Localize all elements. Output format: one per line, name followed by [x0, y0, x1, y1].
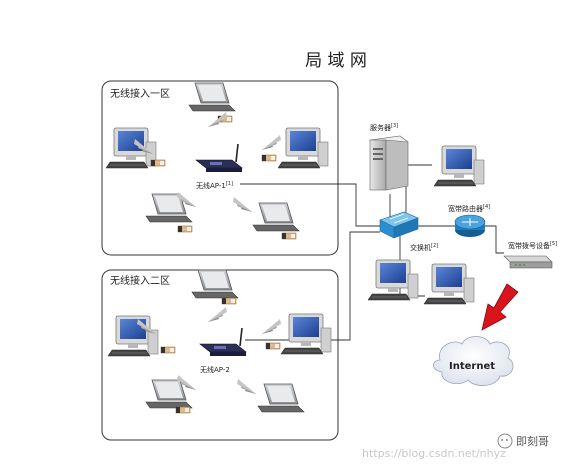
- zone-1: 无线接入一区: [101, 80, 339, 256]
- wireless-card-icon: [261, 154, 277, 162]
- wireless-card-icon: [221, 297, 237, 305]
- switch-label: 交换机[2]: [410, 243, 438, 252]
- watermark-url: https://blog.csdn.net/nhyz: [362, 447, 506, 460]
- modem-icon: [503, 255, 553, 269]
- laptop-icon: [191, 269, 239, 299]
- wireless-card-icon: [281, 232, 297, 240]
- ap2-label: 无线AP-2: [200, 365, 230, 374]
- wireless-card-icon: [177, 225, 193, 233]
- cloud-icon: [433, 336, 514, 386]
- link-switch-pc: [405, 164, 432, 218]
- server-label: 服务器[3]: [370, 123, 398, 132]
- wifi-signal-icon: [208, 307, 227, 322]
- arrow-down-icon: [481, 283, 519, 331]
- desktop-pc-icon: [367, 259, 419, 301]
- wireless-ap-icon: [195, 143, 243, 173]
- wireless-card-icon: [175, 406, 191, 414]
- zone-1-label: 无线接入一区: [110, 87, 170, 100]
- modem-label: 宽带拨号设备[5]: [508, 241, 557, 250]
- zone-2-label: 无线接入二区: [110, 274, 170, 287]
- brand-logo-icon: [497, 433, 513, 449]
- wireless-card-icon: [160, 346, 176, 354]
- link-ap1-switch: [240, 183, 382, 227]
- wireless-card-icon: [265, 342, 281, 350]
- network-links: [240, 164, 504, 341]
- wifi-signal-icon: [262, 319, 281, 334]
- link-router-modem: [484, 225, 504, 254]
- desktop-pc-icon: [277, 127, 329, 169]
- server-icon: [369, 135, 409, 191]
- wifi-signal-icon: [237, 379, 256, 394]
- desktop-pc-icon: [105, 127, 157, 169]
- laptop-icon: [188, 82, 236, 112]
- wireless-card-icon: [150, 159, 166, 167]
- diagram-title: 局 域 网: [305, 51, 367, 71]
- watermark-brand: 即刻哥: [516, 434, 549, 448]
- switch-icon: [379, 211, 419, 239]
- wireless-ap-icon: [199, 327, 247, 357]
- internet-label: Internet: [449, 361, 495, 372]
- wifi-signal-icon: [262, 135, 281, 150]
- ap1-label: 无线AP-1[1]: [196, 181, 233, 190]
- laptop-icon: [257, 383, 305, 413]
- desktop-pc-icon: [423, 263, 475, 305]
- desktop-pc-icon: [280, 313, 332, 355]
- wifi-signal-icon: [233, 197, 252, 212]
- router-label: 宽带路由器[4]: [448, 204, 490, 213]
- router-icon: [454, 214, 486, 237]
- desktop-pc-icon: [107, 315, 159, 357]
- laptop-icon: [252, 202, 300, 232]
- desktop-pc-icon: [433, 145, 485, 187]
